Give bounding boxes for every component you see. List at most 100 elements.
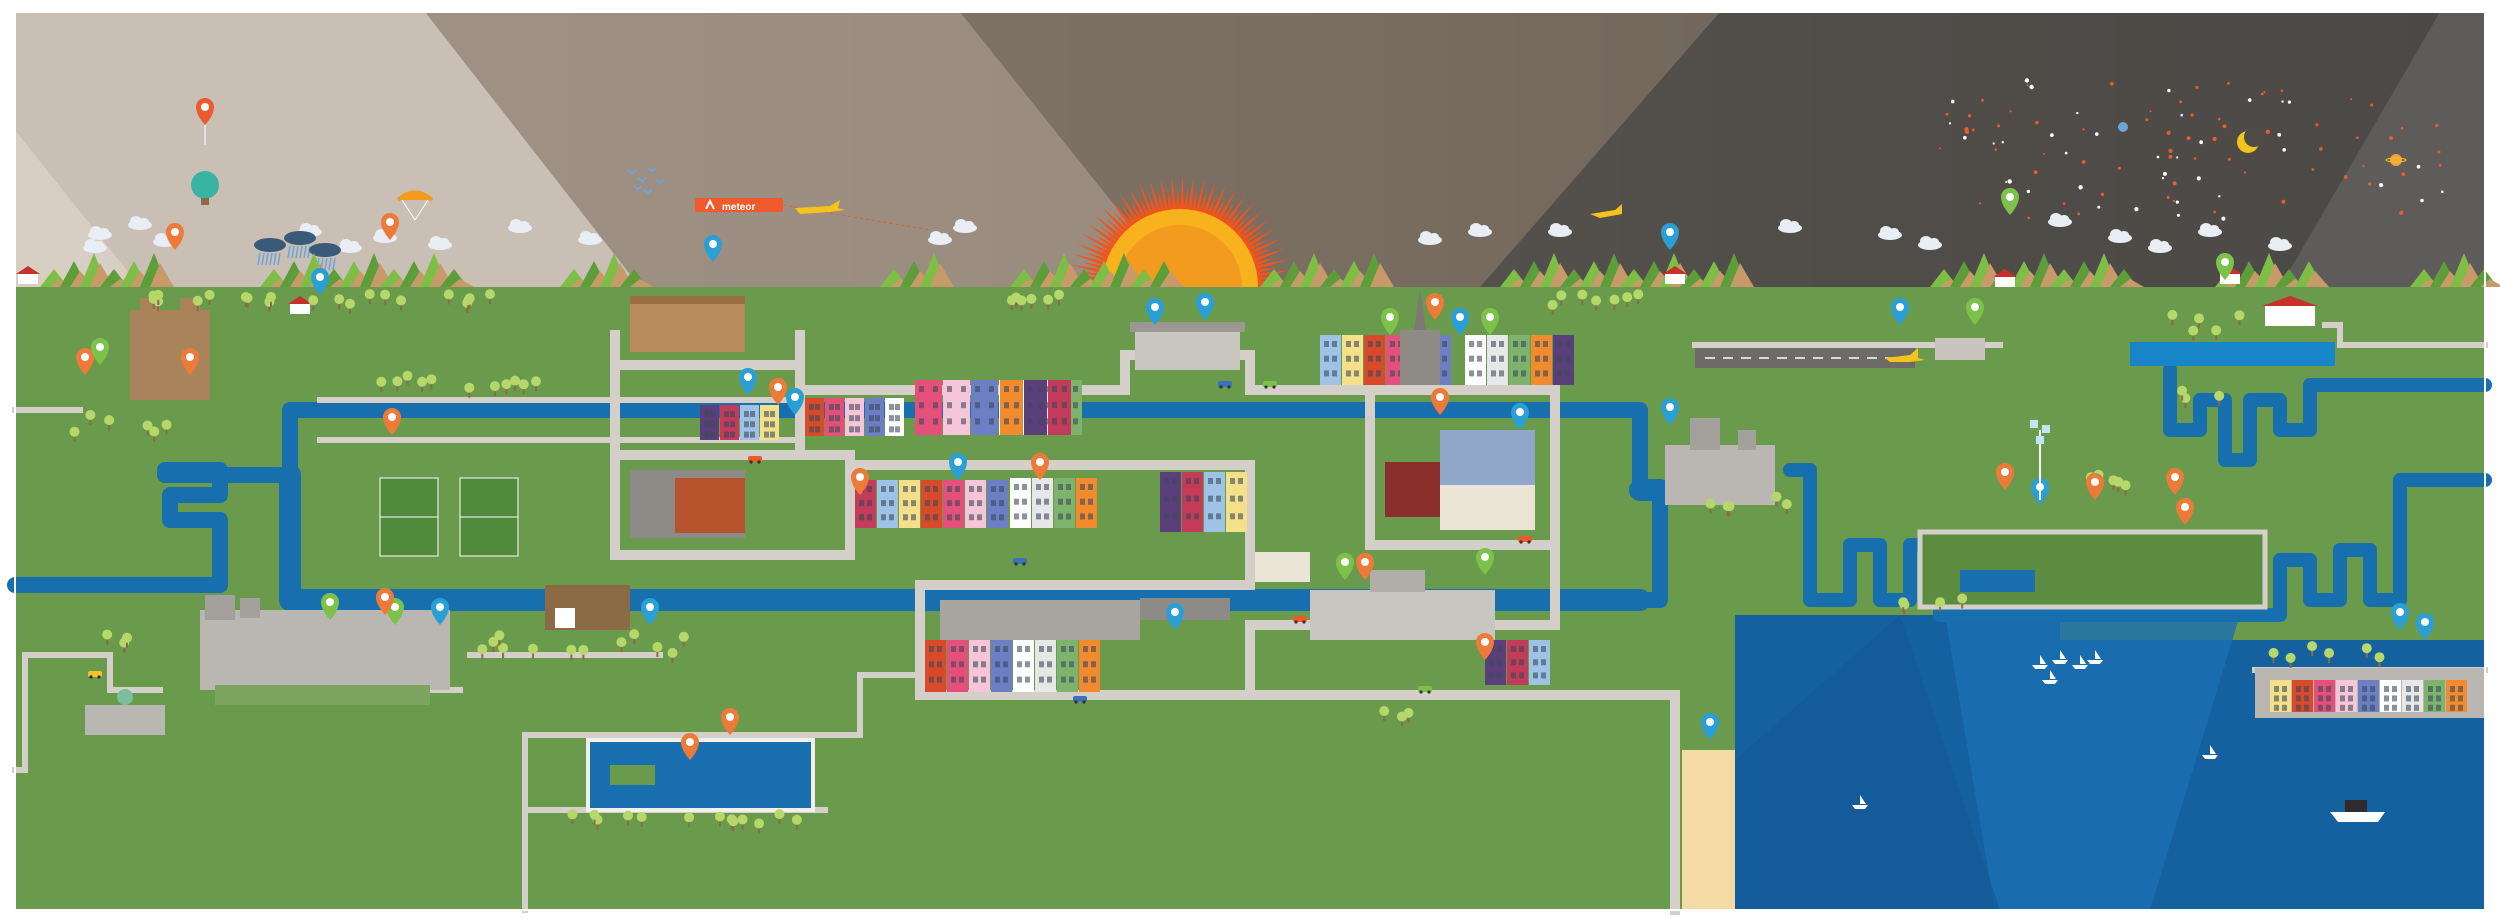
star-icon [2217, 117, 2221, 121]
star-icon [2005, 181, 2008, 183]
star-icon [2156, 155, 2160, 159]
star-icon [2196, 176, 2201, 181]
star-icon [1964, 127, 1969, 132]
mountain-range [40, 253, 2500, 287]
star-icon [2027, 216, 2030, 220]
sky-panel-night [1480, 12, 2485, 287]
star-icon [2134, 207, 2139, 212]
star-icon [2435, 123, 2439, 128]
boat-icon [1852, 795, 1868, 809]
star-icon [2218, 195, 2221, 198]
star-icon [2162, 171, 2167, 176]
star-icon [2035, 120, 2039, 125]
stadium-block [940, 598, 1230, 640]
grand-hall-building [1135, 330, 1240, 370]
house-icon [1507, 640, 1528, 685]
airport-runway [1695, 338, 1985, 368]
star-icon [2026, 84, 2029, 87]
house-icon [845, 398, 864, 436]
star-icon [2100, 192, 2104, 196]
star-icon [2043, 152, 2046, 155]
star-icon [2176, 213, 2180, 217]
house-icon [899, 480, 920, 528]
star-icon [2172, 199, 2176, 202]
house-icon [1204, 472, 1225, 532]
church-icon [1400, 288, 1440, 385]
star-icon [2400, 126, 2404, 130]
house-icon [943, 480, 964, 528]
star-icon [1997, 124, 2001, 128]
star-icon [2199, 140, 2204, 145]
star-icon [1939, 147, 1942, 150]
planet-icon [2118, 122, 2407, 166]
hot-air-balloon-icon [191, 98, 219, 205]
house-icon [1048, 380, 1071, 435]
star-icon [2416, 164, 2421, 169]
star-icon [2033, 170, 2038, 175]
star-icon [2168, 148, 2173, 153]
star-icon [1945, 112, 1949, 116]
sky-panel-dawn [425, 12, 1180, 287]
star-icon [1979, 202, 1982, 205]
house-icon [2402, 680, 2423, 712]
star-icon [2265, 129, 2270, 134]
abbey-building [200, 595, 450, 705]
plaza-block [1255, 552, 1310, 582]
house-icon [947, 640, 968, 692]
star-icon [2399, 210, 2404, 215]
star-icon [1967, 114, 1972, 118]
star-icon [2222, 124, 2227, 129]
modern-office [1385, 430, 1535, 530]
house-icon [885, 398, 904, 436]
star-icon [2029, 84, 2034, 90]
star-icon [2213, 210, 2217, 214]
star-icon [2167, 88, 2171, 93]
star-icon [1992, 142, 1995, 145]
frame [14, 11, 2486, 911]
sky-panel-deep-night [2280, 12, 2485, 287]
house-icon [1364, 335, 1385, 385]
house-icon [1000, 380, 1023, 435]
tower-house [85, 689, 165, 735]
department-store [630, 470, 745, 538]
star-icon [2009, 110, 2012, 113]
house-icon [1465, 335, 1486, 385]
house-icon [1076, 478, 1097, 528]
house-icon [877, 480, 898, 528]
bird-flock-icon [627, 167, 665, 195]
star-icon [2007, 179, 2012, 184]
castle-icon [130, 298, 210, 400]
house-icon [1079, 640, 1100, 692]
star-icon [2110, 82, 2114, 86]
star-icon [2190, 113, 2194, 117]
star-icon [2078, 185, 2083, 190]
star-icon [2193, 157, 2197, 160]
house-icon [2446, 680, 2467, 712]
house-icon [991, 640, 1012, 692]
star-icon [2370, 103, 2374, 107]
flag-icon [2030, 420, 2050, 500]
star-icon [2097, 205, 2101, 209]
star-icon [2179, 100, 2183, 104]
house-icon [1024, 380, 1047, 435]
star-icon [2350, 98, 2353, 101]
house-icon [1054, 478, 1075, 528]
star-icon [2172, 181, 2177, 186]
house-icon [2270, 680, 2291, 712]
star-icon [2260, 92, 2264, 96]
star-icon [2379, 183, 2384, 188]
star-icon [1994, 148, 1997, 151]
star-icon [2149, 110, 2152, 113]
star-icon [2064, 151, 2068, 155]
house-icon [1531, 335, 1552, 385]
star-icon [2441, 190, 2444, 194]
star-icon [2180, 113, 2183, 117]
house-icon [2424, 680, 2445, 712]
star-icon [2311, 168, 2315, 171]
house-icon [1035, 640, 1056, 692]
house-icon [925, 640, 946, 692]
house-icon [2336, 680, 2357, 712]
courthouse-building [630, 300, 745, 352]
star-icon [2145, 118, 2149, 122]
star-icon [2281, 100, 2284, 103]
